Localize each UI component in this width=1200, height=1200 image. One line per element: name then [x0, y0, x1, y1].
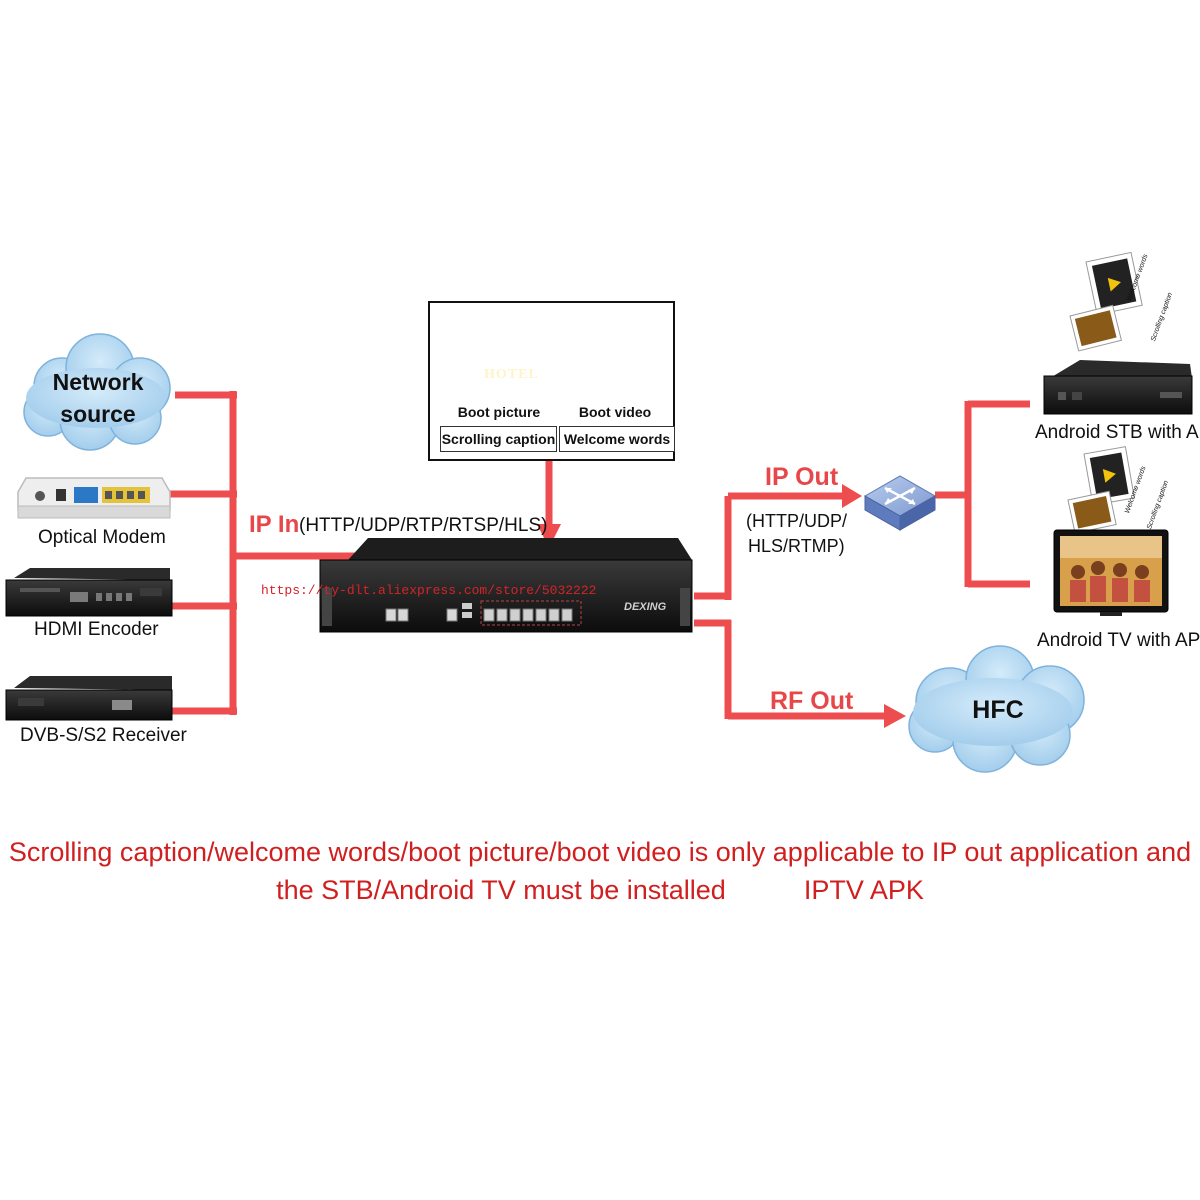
tv-label: Android TV with APK [1037, 630, 1200, 651]
hdmi-encoder-device [5, 568, 173, 617]
store-watermark: https://ty-dlt.aliexpress.com/store/5032… [261, 583, 597, 598]
android-stb-device [1043, 251, 1193, 415]
optical-modem-device [17, 477, 171, 519]
output-connection-lines [694, 400, 1030, 720]
network-switch [863, 475, 937, 531]
gateway-brand-logo: DEXING [624, 601, 667, 613]
ip-out-arrowhead [842, 484, 862, 508]
footer-note-line1: Scrolling caption/welcome words/boot pic… [8, 837, 1192, 867]
footer-note-line2: the STB/Android TV must be installed IPTV… [0, 875, 1200, 906]
boot-picture-label: Boot picture [457, 404, 541, 420]
hdmi-encoder-label: HDMI Encoder [34, 619, 159, 640]
boot-video-label: Boot video [578, 404, 652, 420]
welcome-words-label: Welcome words [559, 426, 675, 452]
footer-note-line2-b: IPTV APK [803, 875, 924, 905]
rf-out-label: RF Out [770, 687, 854, 715]
feature-panel: HOTEL Boot picture Boot video Scrolling … [428, 301, 675, 461]
ip-out-label: IP Out [765, 463, 839, 491]
footer-note-line2-a: the STB/Android TV must be installed [276, 875, 726, 905]
hotel-sign-text: HOTEL [484, 367, 539, 382]
dvb-receiver-label: DVB-S/S2 Receiver [20, 725, 187, 746]
dvb-receiver-device [5, 676, 173, 721]
iptv-gateway-device [319, 538, 693, 633]
optical-modem-label: Optical Modem [38, 527, 166, 548]
ip-in-label: IP In [249, 511, 300, 538]
ip-in-protocols: (HTTP/UDP/RTP/RTSP/HLS) [299, 515, 548, 536]
features-arrowhead [537, 524, 561, 548]
scrolling-caption-label: Scrolling caption [440, 426, 557, 452]
hfc-label: HFC [972, 696, 1024, 724]
ip-out-protocols-line2: HLS/RTMP) [748, 536, 845, 556]
rf-out-arrowhead [884, 704, 906, 728]
stb-label: Android STB with APK [1035, 422, 1200, 443]
android-tv-device [1053, 446, 1169, 616]
network-source-label: Network source [52, 369, 144, 427]
ip-out-protocols-line1: (HTTP/UDP/ [746, 511, 847, 531]
